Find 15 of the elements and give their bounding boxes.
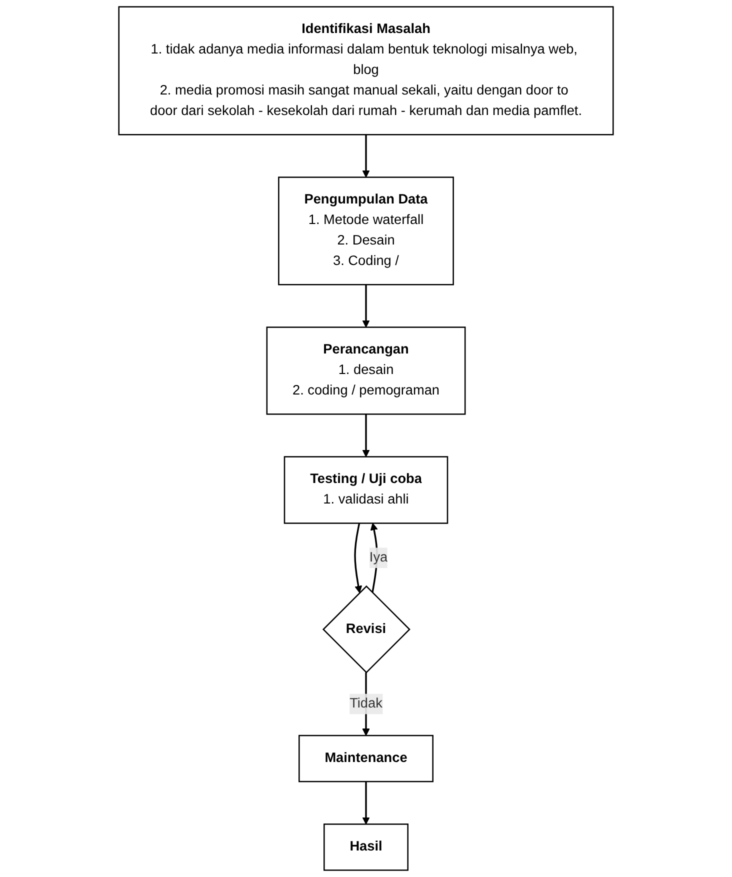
node-diamond: Revisi	[322, 585, 410, 674]
node-box: Maintenance	[298, 734, 434, 782]
arrow	[354, 523, 362, 594]
node-box: Perancangan 1. desain 2. coding / pemograman	[266, 326, 466, 415]
node-box: Pengumpulan Data 1. Metode waterfall 2. Desain 3. Coding /	[278, 176, 454, 286]
arrow	[362, 284, 370, 328]
edge-label: Tidak	[350, 696, 382, 711]
arrow	[370, 522, 378, 593]
arrow	[362, 134, 370, 178]
node-box: Hasil	[324, 824, 408, 871]
node-box: Identifikasi Masalah 1. tidak adanya media informasi dalam bentuk teknologi misalnya web, blog 2. media promosi masih sangat manual sekali, yaitu dengan door to door dari sekolah - kesekolah dari rumah - kerumah dan media pamflet.	[118, 6, 614, 136]
edge-label: Iya	[369, 550, 388, 565]
node-box: Testing / Uji coba 1. validasi ahli	[284, 456, 448, 524]
arrow	[362, 782, 370, 824]
arrow	[362, 414, 370, 458]
